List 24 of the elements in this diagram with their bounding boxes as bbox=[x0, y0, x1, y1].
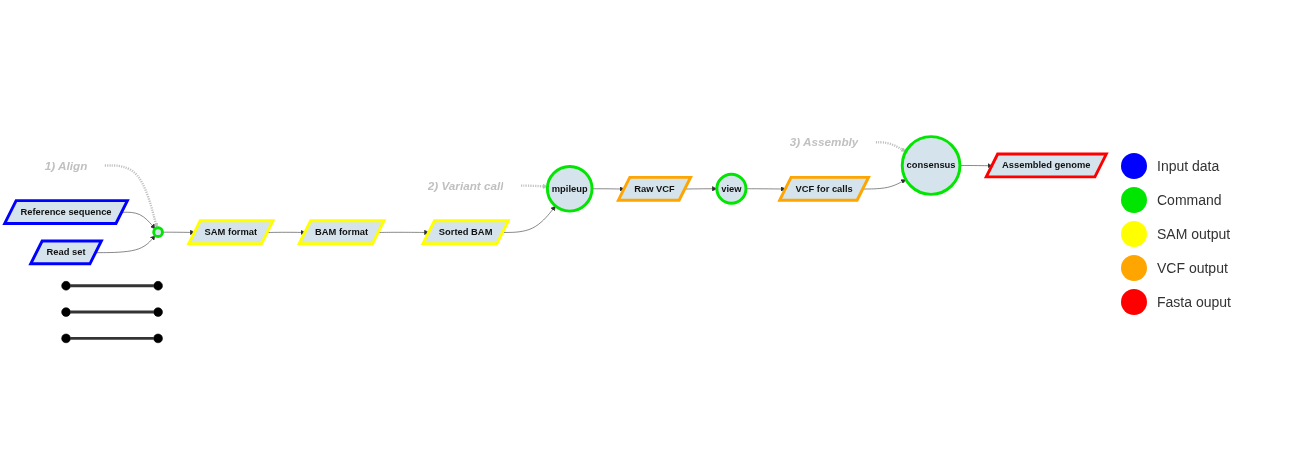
node-circle bbox=[153, 280, 163, 291]
node-circle bbox=[715, 172, 748, 205]
legend-text: SAM output bbox=[1157, 225, 1231, 242]
legend-text: Fasta ouput bbox=[1157, 293, 1231, 310]
connector bbox=[70, 284, 154, 287]
arrow bbox=[521, 183, 548, 189]
legend-text: VCF output bbox=[1157, 259, 1228, 276]
node-circle bbox=[152, 226, 164, 238]
connector bbox=[70, 310, 154, 314]
node-text: 1) Align bbox=[44, 158, 88, 172]
node-circle bbox=[153, 333, 163, 343]
node-circle bbox=[61, 333, 71, 343]
workflow-diagram: 1) Align 2) Variant call 3) Assembly Reference sequence Read set SAM format BAM format Sorted BAM mpileup Raw VCF view VCF for calls consensus Assembled genome bbox=[0, 119, 1111, 348]
node-circle bbox=[545, 164, 594, 213]
node-circle bbox=[61, 307, 71, 317]
node-circle bbox=[61, 280, 71, 291]
legend-text: Command bbox=[1157, 191, 1222, 208]
node-text: 2) Variant call bbox=[427, 179, 504, 192]
connector bbox=[70, 336, 154, 340]
node-circle bbox=[153, 307, 163, 317]
node-circle bbox=[900, 134, 962, 196]
legend-text: Input data bbox=[1157, 157, 1220, 174]
node-text: 3) Assembly bbox=[789, 135, 859, 149]
arrow bbox=[875, 140, 907, 152]
